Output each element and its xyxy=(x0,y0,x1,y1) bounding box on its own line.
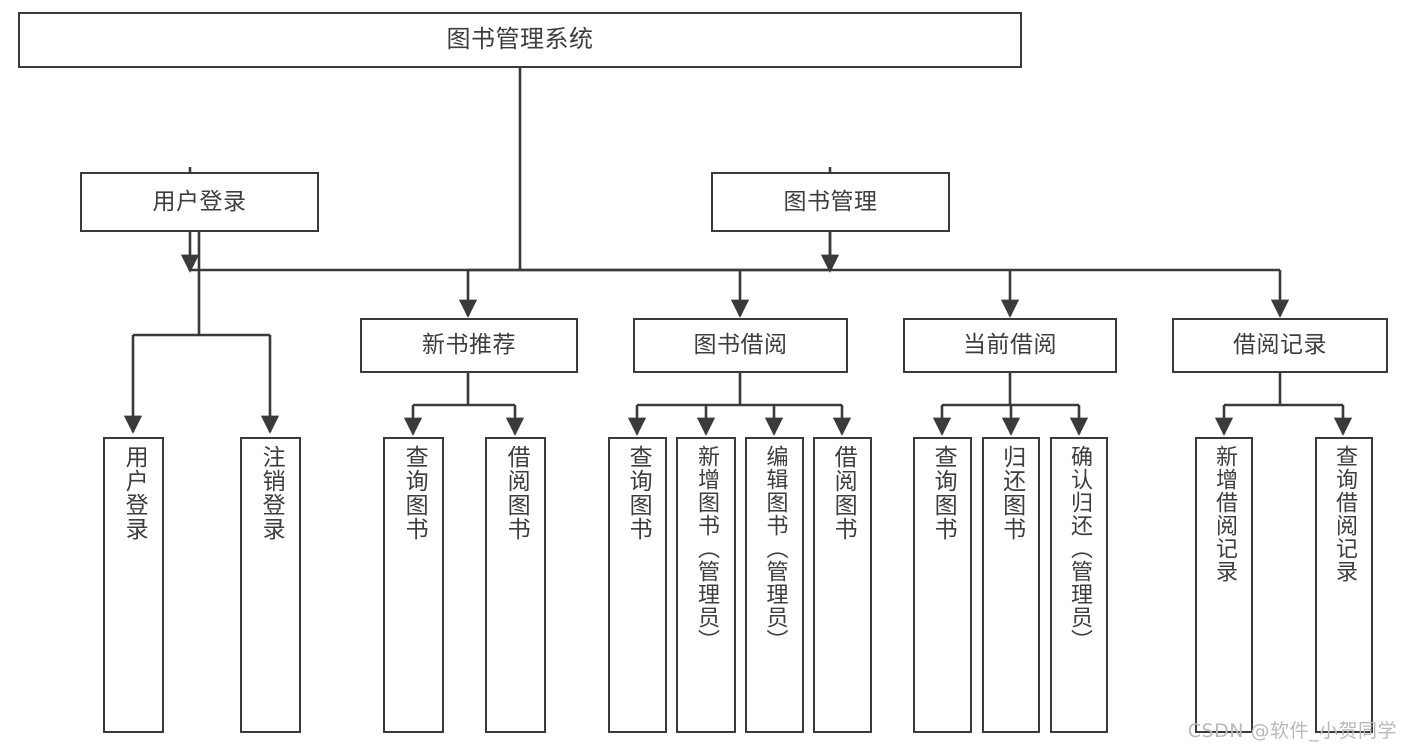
leaf-borrow-add-book-label: 新增图书（管理员） xyxy=(693,445,719,652)
node-root-system[interactable]: 图书管理系统 xyxy=(18,12,1022,68)
leaf-user-login[interactable]: 用户登录 xyxy=(103,437,164,733)
leaf-record-search-label: 查询借阅记录 xyxy=(1331,445,1357,583)
node-current-borrow[interactable]: 当前借阅 xyxy=(903,318,1117,373)
node-current-borrow-label: 当前借阅 xyxy=(963,332,1057,359)
leaf-record-add-label: 新增借阅记录 xyxy=(1211,445,1237,583)
leaf-user-login-label: 用户登录 xyxy=(121,445,148,541)
leaf-borrow-query-book[interactable]: 查询图书 xyxy=(608,437,667,733)
leaf-current-query-book[interactable]: 查询图书 xyxy=(913,437,972,733)
leaf-logout-label: 注销登录 xyxy=(258,445,285,541)
leaf-recommend-borrow-book-label: 借阅图书 xyxy=(503,445,530,541)
node-new-book-recommend-label: 新书推荐 xyxy=(422,332,516,359)
leaf-borrow-add-book[interactable]: 新增图书（管理员） xyxy=(676,437,736,733)
leaf-borrow-edit-book-label: 编辑图书（管理员） xyxy=(762,445,788,652)
node-book-borrow-label: 图书借阅 xyxy=(693,332,788,359)
leaf-borrow-query-book-label: 查询图书 xyxy=(625,445,652,541)
leaf-current-confirm-return[interactable]: 确认归还（管理员） xyxy=(1050,437,1108,733)
node-borrow-record-label: 借阅记录 xyxy=(1233,332,1327,359)
node-new-book-recommend[interactable]: 新书推荐 xyxy=(360,318,578,373)
leaf-logout[interactable]: 注销登录 xyxy=(240,437,301,733)
node-book-manage-label: 图书管理 xyxy=(783,188,878,215)
node-book-borrow[interactable]: 图书借阅 xyxy=(633,318,848,373)
node-borrow-record[interactable]: 借阅记录 xyxy=(1172,318,1388,373)
node-root-label: 图书管理系统 xyxy=(446,25,594,54)
leaf-current-return-book[interactable]: 归还图书 xyxy=(982,437,1040,733)
leaf-recommend-borrow-book[interactable]: 借阅图书 xyxy=(485,437,546,733)
leaf-current-return-book-label: 归还图书 xyxy=(998,445,1025,541)
node-user-login-label: 用户登录 xyxy=(152,188,247,215)
leaf-record-add[interactable]: 新增借阅记录 xyxy=(1195,437,1253,733)
leaf-borrow-borrow-book-label: 借阅图书 xyxy=(830,445,857,541)
leaf-borrow-edit-book[interactable]: 编辑图书（管理员） xyxy=(745,437,804,733)
node-user-login[interactable]: 用户登录 xyxy=(80,172,319,232)
leaf-current-confirm-return-label: 确认归还（管理员） xyxy=(1066,445,1092,652)
leaf-borrow-borrow-book[interactable]: 借阅图书 xyxy=(813,437,872,733)
watermark-text: CSDN @软件_小贺同学 xyxy=(1187,720,1397,742)
leaf-current-query-book-label: 查询图书 xyxy=(930,445,957,541)
leaf-recommend-query-book[interactable]: 查询图书 xyxy=(383,437,444,733)
node-book-manage[interactable]: 图书管理 xyxy=(711,172,950,232)
leaf-record-search[interactable]: 查询借阅记录 xyxy=(1315,437,1373,733)
leaf-recommend-query-book-label: 查询图书 xyxy=(401,445,428,541)
